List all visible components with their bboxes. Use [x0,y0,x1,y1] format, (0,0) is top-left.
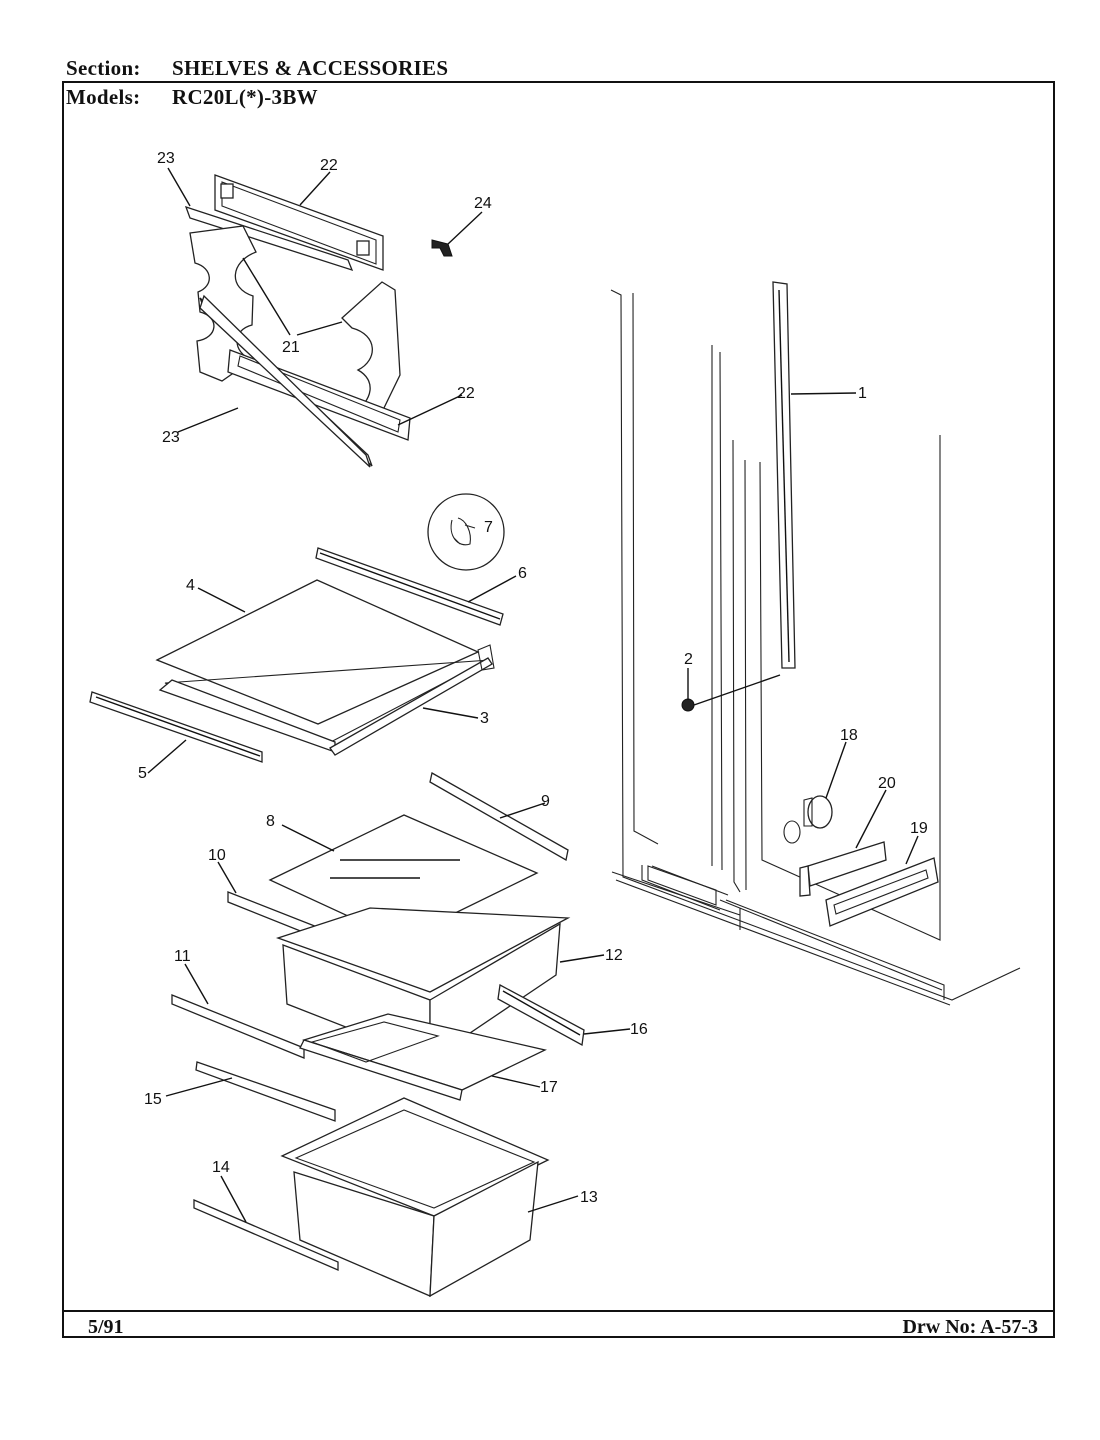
callout-4: 4 [186,577,195,594]
callout-14: 14 [212,1159,230,1176]
callout-23-top: 23 [157,150,175,167]
part-23-top-strip [184,205,354,272]
part-18-light-socket [783,795,833,844]
callout-10: 10 [208,847,226,864]
leader-lines [147,167,919,1223]
callout-7: 7 [484,519,493,536]
part-20-light-shield [799,841,887,897]
part-9-side-rail [429,772,569,862]
callout-19: 19 [910,820,928,837]
part-2-screw [681,674,781,712]
callout-1: 1 [858,385,867,402]
section-label: Section: [66,56,141,80]
callout-18: 18 [840,727,858,744]
callout-17: 17 [540,1079,558,1096]
callout-13: 13 [580,1189,598,1206]
callout-21: 21 [282,339,300,356]
diagram-frame [62,81,1055,1338]
callout-11: 11 [174,948,191,965]
callout-6: 6 [518,565,527,582]
callout-5: 5 [138,765,147,782]
part-7-detail-circle [427,493,505,571]
part-21-right-bracket [341,281,401,415]
callout-24: 24 [474,195,492,212]
callout-22-bottom: 22 [457,385,475,402]
footer-date: 5/91 [88,1316,124,1338]
part-11-trim [171,994,305,1059]
part-23-bottom-strip [199,294,373,468]
part-13-lower-crisper [280,1097,550,1298]
part-17-glide-tray [299,1013,547,1101]
part-19-control-housing [825,857,939,927]
callout-8: 8 [266,813,275,830]
callout-12: 12 [605,947,623,964]
part-22-top-rail [214,174,384,271]
part-15-trim [195,1061,336,1122]
models-value: RC20L(*)-3BW [172,85,318,109]
callout-22-top: 22 [320,157,338,174]
callout-3: 3 [480,710,489,727]
part-3-shelf-frame [158,644,495,756]
part-5-front-trim [89,691,263,763]
part-16-slide-rail [497,983,585,1047]
part-14-trim [193,1199,339,1271]
part-6-rear-rail [315,547,504,626]
section-title: SHELVES & ACCESSORIES [172,56,449,80]
callout-2: 2 [684,651,693,668]
cabinet-liner [610,289,1021,1006]
callout-15: 15 [144,1091,162,1108]
drawing-number: Drw No: A-57-3 [902,1316,1038,1338]
callout-labels: 23 22 24 21 22 23 7 6 4 3 5 1 2 18 20 19… [138,150,928,1206]
part-1-shelf-ladder [772,281,796,669]
callout-9: 9 [541,793,550,810]
footer-rule [62,1310,1055,1312]
callout-16: 16 [630,1021,648,1038]
callout-20: 20 [878,775,896,792]
models-label: Models: [66,85,141,109]
callout-23-bottom: 23 [162,429,180,446]
